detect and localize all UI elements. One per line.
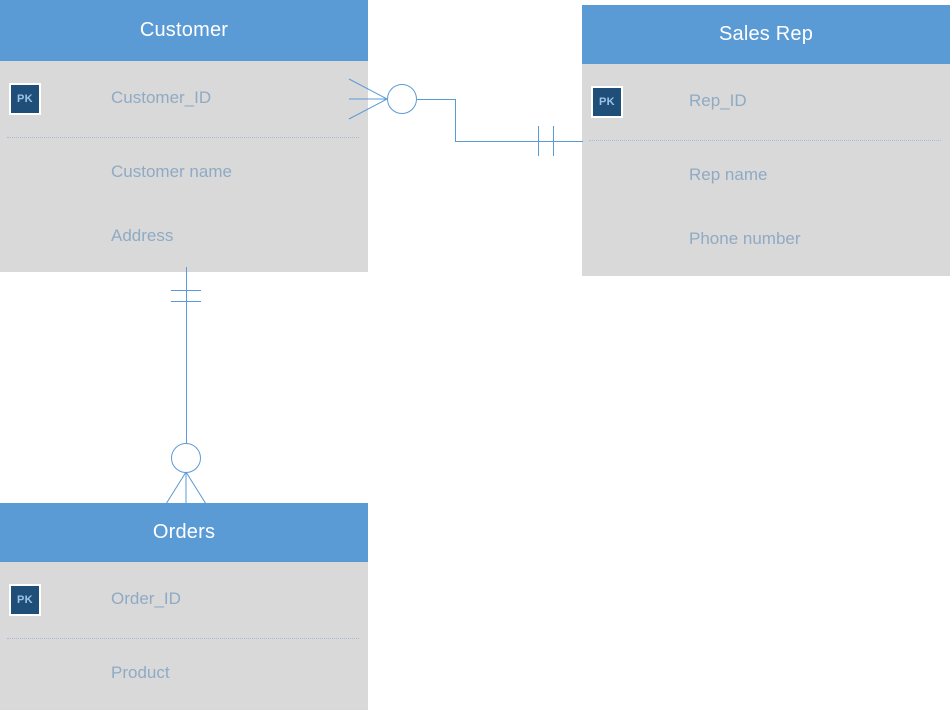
- pk-badge-icon: PK: [591, 86, 623, 118]
- attribute-row-phone-number[interactable]: Phone number: [582, 220, 950, 260]
- crows-foot-customer-orders: [165, 471, 207, 505]
- attribute-row-customer-id[interactable]: PK Customer_ID: [0, 79, 368, 119]
- relationship-line-segment: [417, 99, 456, 100]
- entity-sales-rep[interactable]: Sales Rep PK Rep_ID Rep name Phone numbe…: [582, 5, 950, 276]
- cardinality-bar-one: [553, 126, 554, 156]
- attribute-label-customer-name: Customer name: [111, 162, 232, 181]
- pk-badge-icon: PK: [9, 584, 41, 616]
- relationship-line-segment: [455, 141, 583, 142]
- attribute-separator: [7, 638, 359, 639]
- attribute-label-order-id: Order_ID: [111, 589, 181, 608]
- entity-sales-rep-title: Sales Rep: [582, 5, 950, 64]
- entity-sales-rep-body: PK Rep_ID Rep name Phone number: [582, 64, 950, 276]
- entity-orders[interactable]: Orders PK Order_ID Product: [0, 503, 368, 710]
- attribute-label-address: Address: [111, 226, 174, 245]
- optionality-circle-customer-salesrep: [387, 84, 417, 114]
- optionality-circle-customer-orders: [171, 443, 201, 473]
- relationship-line-segment: [186, 267, 187, 443]
- attribute-label-phone-number: Phone number: [689, 229, 801, 248]
- entity-customer-body: PK Customer_ID Customer name Address: [0, 61, 368, 272]
- attribute-row-customer-name[interactable]: Customer name: [0, 153, 368, 193]
- attribute-label-customer-id: Customer_ID: [111, 88, 212, 107]
- entity-orders-body: PK Order_ID Product: [0, 562, 368, 710]
- pk-badge-icon: PK: [9, 83, 41, 115]
- attribute-row-rep-id[interactable]: PK Rep_ID: [582, 82, 950, 122]
- cardinality-bar-one: [171, 290, 201, 291]
- entity-orders-title: Orders: [0, 503, 368, 562]
- attribute-label-product: Product: [111, 663, 170, 682]
- crows-foot-customer-salesrep: [348, 78, 388, 120]
- attribute-separator: [589, 140, 941, 141]
- attribute-row-address[interactable]: Address: [0, 217, 368, 257]
- entity-customer-title: Customer: [0, 0, 368, 61]
- cardinality-bar-one: [171, 301, 201, 302]
- attribute-label-rep-id: Rep_ID: [689, 91, 747, 110]
- attribute-separator: [7, 137, 359, 138]
- attribute-row-rep-name[interactable]: Rep name: [582, 156, 950, 196]
- attribute-label-rep-name: Rep name: [689, 165, 768, 184]
- attribute-row-order-id[interactable]: PK Order_ID: [0, 580, 368, 620]
- cardinality-bar-one: [538, 126, 539, 156]
- attribute-row-product[interactable]: Product: [0, 654, 368, 694]
- entity-customer[interactable]: Customer PK Customer_ID Customer name Ad…: [0, 0, 368, 272]
- relationship-line-segment: [455, 99, 456, 142]
